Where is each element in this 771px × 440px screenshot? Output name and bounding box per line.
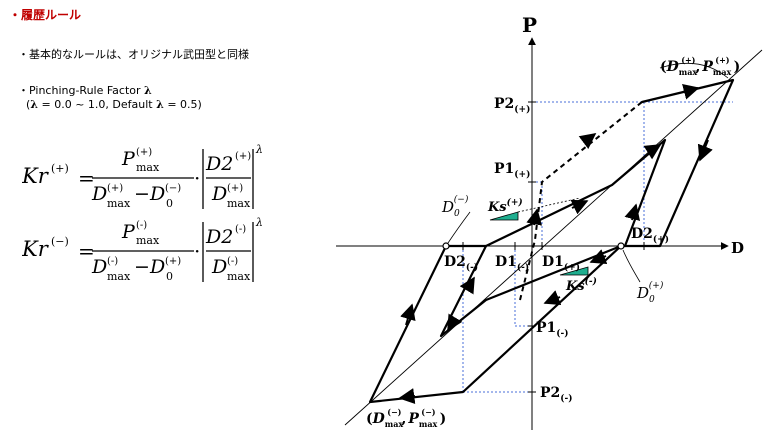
eq-den-a-sup: (-) [107,256,118,267]
eq-lhs: Kr [22,164,50,188]
leader-d0-pos [622,249,641,283]
label-d2-neg: D2(-) [444,254,478,273]
leader-d0-neg [447,211,471,244]
eq-exponent: λ [255,143,263,156]
eq-ratio-num: D2 [205,153,233,175]
bullet-lambda-range: (λ = 0.0 ~ 1.0, Default λ = 0.5) [26,98,202,111]
bullet-pinching-factor: ・Pinching-Rule Factor λ [18,82,152,98]
range-open: ( [26,98,31,111]
d-labels: D2(-) D1(-) D1(+) D2(+) [444,226,669,273]
eq-exponent: λ [255,216,263,229]
eq-ratio-num: D2 [205,226,233,248]
ks-neg-triangle [559,266,589,276]
eq-ratio-den: D [211,183,227,205]
axis-label-p: P [522,13,537,37]
eq-ratio-den: D [211,256,227,278]
eq-den-b-sub: 0 [166,270,173,283]
eq-den-b-sup: (−) [165,183,181,194]
direction-arrows [398,83,713,405]
label-d2-pos: D2(+) [631,226,669,245]
inner-negative-path [439,244,623,338]
arrow-inner-up [459,276,475,295]
eq-den-a: D [91,183,107,205]
eq-den-a: D [91,256,107,278]
arrow-dashed-up [526,208,543,226]
arrow-inner-right [624,203,641,221]
eq-den-b: D [149,256,165,278]
eq-den-b-sub: 0 [166,197,173,210]
eq-num-sup: (-) [136,220,147,231]
arrow-descend-right [697,139,713,162]
arrow-bottom [398,388,416,405]
arrow-dashed-path [578,133,597,150]
eq-ratio-den-sup: (-) [227,256,238,267]
eq-num: P [121,221,136,243]
eq-minus: − [134,183,150,205]
equation-kr-minus: Kr (−) = P (-) max D (-) max − D (+) 0 ·… [22,216,263,283]
section-heading: ・履歴ルール [9,8,82,22]
guide-lines [462,101,733,393]
ks-pos-guide [517,197,581,213]
label-p2-neg: P2(-) [540,385,573,404]
label-ks-pos: Ks(+) [487,197,523,215]
eq-den-a-sup: (+) [107,183,123,194]
label-ks-neg: Ks(-) [565,276,597,294]
p-labels: P2(+) P1(+) P1(-) P2(-) [494,96,573,404]
range-default: = 0.5) [163,98,202,111]
inner-reload-path [444,138,667,248]
lambda-symbol: λ [30,98,39,111]
label-p2-pos: P2(+) [494,96,530,115]
elastic-reference-line [344,49,763,426]
eq-num-sub: max [136,234,160,247]
eq-lhs-sup: (+) [51,162,69,175]
label-d0-pos: D0(+) [636,280,664,305]
label-d1-neg: D1(-) [495,254,529,273]
eq-ratio-num-sup: (-) [235,224,246,235]
eq-equals: = [78,239,95,263]
eq-dot: · [194,239,200,263]
eq-dot: · [194,166,200,190]
eq-num-sup: (+) [136,147,152,158]
arrow-top-right [682,83,700,100]
leader-max-pos [659,62,729,79]
eq-den-a-sub: max [107,197,131,210]
eq-lhs: Kr [22,237,50,261]
arrow-inner-negative [447,313,463,332]
bullet-basic-rule: ・基本的なルールは、オリジナル武田型と同様 [18,48,249,61]
lambda-symbol: λ [156,98,164,111]
eq-num-sub: max [136,161,160,174]
label-p1-pos: P1(+) [494,161,530,180]
eq-ratio-den-sub: max [227,270,251,283]
label-d0-neg: D0(−) [441,194,469,219]
leader-lines [447,62,729,283]
eq-lhs-sup: (−) [51,235,69,248]
eq-ratio-den-sub: max [227,197,251,210]
d0-neg-point [442,242,450,250]
arrow-middle-right [570,199,589,215]
arrow-upper-inner [643,144,662,160]
axis-label-d: D [731,239,744,257]
eq-equals: = [78,166,95,190]
eq-num: P [121,148,136,170]
d0-pos-point [617,242,625,250]
eq-minus: − [134,256,150,278]
ks-pos-triangle [489,211,519,221]
range-text: = 0.0 ~ 1.0, Default [38,98,157,111]
arrow-lower-middle [543,290,562,306]
lambda-symbol: λ [144,84,152,97]
pinching-label: ・Pinching-Rule Factor [18,84,145,97]
eq-den-b-sup: (+) [165,256,181,267]
equation-kr-plus: Kr (+) = P (+) max D (+) max − D (−) 0 ·… [22,143,263,210]
eq-den-a-sub: max [107,270,131,283]
eq-den-b: D [149,183,165,205]
label-d1-pos: D1(+) [542,254,580,273]
arrow-ascend-left [400,303,416,326]
label-max-pos: (Dmax(+),Pmax(+)) [660,55,740,77]
eq-ratio-den-sup: (+) [227,183,243,194]
label-p1-neg: P1(-) [536,320,569,339]
eq-ratio-num-sup: (+) [235,151,251,162]
label-max-neg: (Dmax(−),Pmax(−)) [366,407,446,429]
arrow-inner-left [589,249,608,265]
